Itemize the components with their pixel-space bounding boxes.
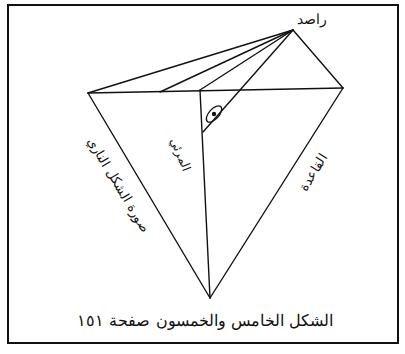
- face-label: المرئي: [168, 137, 193, 173]
- edge-label: القاعدة: [296, 151, 330, 193]
- figure-lines: [88, 30, 343, 298]
- edge-label: صورة الشكل الناري: [84, 135, 152, 235]
- figure-caption: الشكل الخامس والخمسون صفحة ١٥١: [77, 312, 332, 330]
- observer-label: راصد: [297, 12, 327, 27]
- eye-symbol: [204, 103, 225, 125]
- frame: [8, 5, 398, 343]
